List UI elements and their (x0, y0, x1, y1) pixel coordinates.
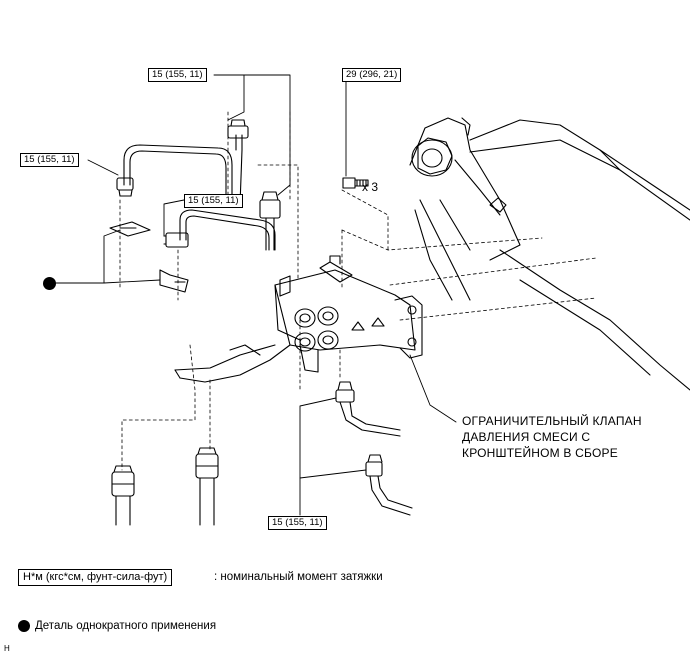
bolt-count: x 3 (362, 180, 379, 194)
non-reusable-marker-icon (43, 277, 56, 290)
torque-label-bolt: 29 (296, 21) (342, 68, 402, 82)
assembly-label-line3: КРОНШТЕЙНОМ В СБОРЕ (462, 446, 618, 460)
torque-label-left: 15 (155, 11) (20, 153, 79, 167)
assembly-label-line1: ОГРАНИЧИТЕЛЬНЫЙ КЛАПАН (462, 414, 642, 428)
bracket-bolt (342, 177, 369, 189)
torque-label-middle: 15 (155, 11) (184, 194, 243, 208)
suspension-arm (409, 117, 690, 391)
lower-fittings (111, 447, 219, 526)
torque-label-bottom: 15 (155, 11) (268, 516, 327, 530)
valve-assembly (174, 255, 423, 383)
brake-pipe-middle (163, 191, 281, 251)
legend-nonreusable-text: Деталь однократного применения (35, 620, 217, 632)
torque-label-top: 15 (155, 11) (148, 68, 207, 82)
leader-lines (55, 71, 457, 516)
assembly-label-line2: ДАВЛЕНИЯ СМЕСИ С (462, 430, 591, 444)
alignment-lines (119, 111, 597, 471)
assembly-label: ОГРАНИЧИТЕЛЬНЫЙ КЛАПАН ДАВЛЕНИЯ СМЕСИ С … (462, 413, 642, 461)
legend-dot-icon (18, 620, 30, 632)
corner-mark: H (4, 644, 10, 653)
brake-pipes-lower (335, 381, 413, 516)
legend-unit-box: Н*м (кгс*см, фунт-сила-фут) (18, 569, 173, 586)
clips (109, 221, 189, 293)
legend-torque-text: : номинальный момент затяжки (214, 571, 383, 583)
